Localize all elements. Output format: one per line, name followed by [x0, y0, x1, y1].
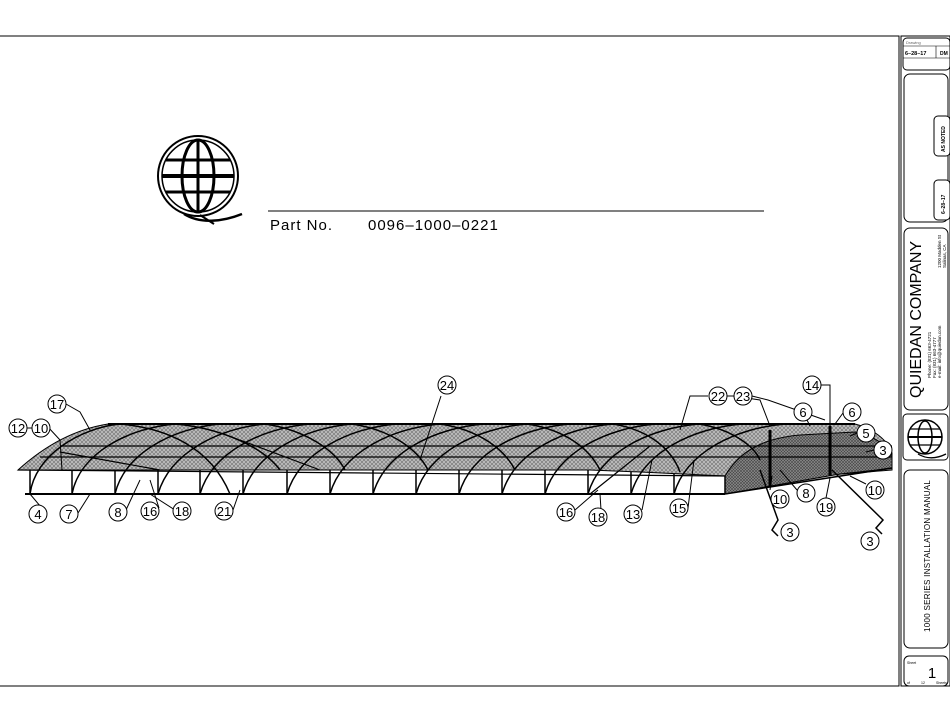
part-number-value: 0096–1000–0221: [368, 217, 499, 234]
callout-bubble: 8: [109, 503, 127, 521]
callout-bubble: 13: [624, 505, 642, 523]
svg-text:3: 3: [879, 443, 886, 458]
drawn-by: DM: [940, 51, 948, 57]
email-line: e-mail: info@quiedan.com: [937, 325, 942, 378]
drawing-title: 1000 SERIES INSTALLATION MANUAL: [923, 480, 932, 632]
callout-bubble: 21: [215, 502, 233, 520]
svg-text:3: 3: [786, 525, 793, 540]
callout-bubble: 3: [781, 523, 799, 541]
part-number-label: Part No.: [270, 217, 333, 234]
svg-text:15: 15: [672, 501, 686, 516]
callout-bubble: 3: [861, 532, 879, 550]
svg-text:10: 10: [34, 421, 48, 436]
callout-bubble: 6: [794, 403, 812, 421]
svg-text:16: 16: [559, 505, 573, 520]
callout-bubble: 19: [817, 498, 835, 516]
issue-date: 6–28–17: [941, 194, 947, 214]
svg-text:7: 7: [65, 507, 72, 522]
svg-text:16: 16: [143, 504, 157, 519]
callout-bubble: 15: [670, 499, 688, 517]
svg-text:21: 21: [217, 504, 231, 519]
callout-bubble: 23: [734, 387, 752, 405]
callout-bubble: 10: [771, 490, 789, 508]
small-globe-logo: [903, 414, 948, 460]
svg-text:18: 18: [591, 510, 605, 525]
sheet-count: 12: [921, 681, 925, 685]
svg-text:3: 3: [866, 534, 873, 549]
date-header: Drawing: [906, 40, 921, 45]
quiedan-globe-logo: [158, 136, 242, 224]
svg-text:12: 12: [11, 421, 25, 436]
company-name: QUIEDAN COMPANY: [908, 241, 925, 398]
svg-text:14: 14: [805, 378, 819, 393]
svg-text:22: 22: [711, 389, 725, 404]
callout-bubble: 18: [589, 508, 607, 526]
svg-text:6: 6: [799, 405, 806, 420]
callout-bubble: 8: [797, 484, 815, 502]
svg-text:10: 10: [773, 492, 787, 507]
callout-bubble: 22: [709, 387, 727, 405]
svg-text:17: 17: [50, 397, 64, 412]
callout-bubble: 7: [60, 505, 78, 523]
svg-text:4: 4: [34, 507, 41, 522]
svg-text:8: 8: [802, 486, 809, 501]
revision-date: 6–28–17: [905, 51, 926, 57]
address-line: Salinas, CA: [942, 244, 947, 268]
callout-bubble: 16: [141, 502, 159, 520]
callout-bubble: 18: [173, 502, 191, 520]
sheet-of: of: [907, 681, 910, 685]
svg-text:23: 23: [736, 389, 750, 404]
svg-text:19: 19: [819, 500, 833, 515]
callout-bubble: 16: [557, 503, 575, 521]
sheet-number: 1: [928, 665, 936, 682]
svg-text:24: 24: [440, 378, 454, 393]
callout-bubble: 4: [29, 505, 47, 523]
callout-bubble: 14: [803, 376, 821, 394]
callout-bubble: 24: [438, 376, 456, 394]
scale-note: AS NOTED: [941, 126, 947, 152]
callout-bubble: 12: [9, 419, 27, 437]
svg-text:10: 10: [868, 483, 882, 498]
callout-bubble: 17: [48, 395, 66, 413]
sheet-label: Sheet: [907, 661, 916, 665]
callout-bubble: 6: [843, 403, 861, 421]
title-block: Drawing 6–28–17 DM AS NOTED 6–28–17 QUIE…: [901, 36, 950, 686]
svg-text:6: 6: [848, 405, 855, 420]
callout-bubble: 5: [857, 424, 875, 442]
svg-text:18: 18: [175, 504, 189, 519]
drawing-border: [0, 36, 899, 686]
callout-bubble: 10: [866, 481, 884, 499]
svg-text:13: 13: [626, 507, 640, 522]
svg-text:8: 8: [114, 505, 121, 520]
sheets-label: Sheets: [936, 681, 947, 685]
svg-text:5: 5: [862, 426, 869, 441]
callout-bubble: 10: [32, 419, 50, 437]
callout-bubble: 3: [874, 441, 892, 459]
